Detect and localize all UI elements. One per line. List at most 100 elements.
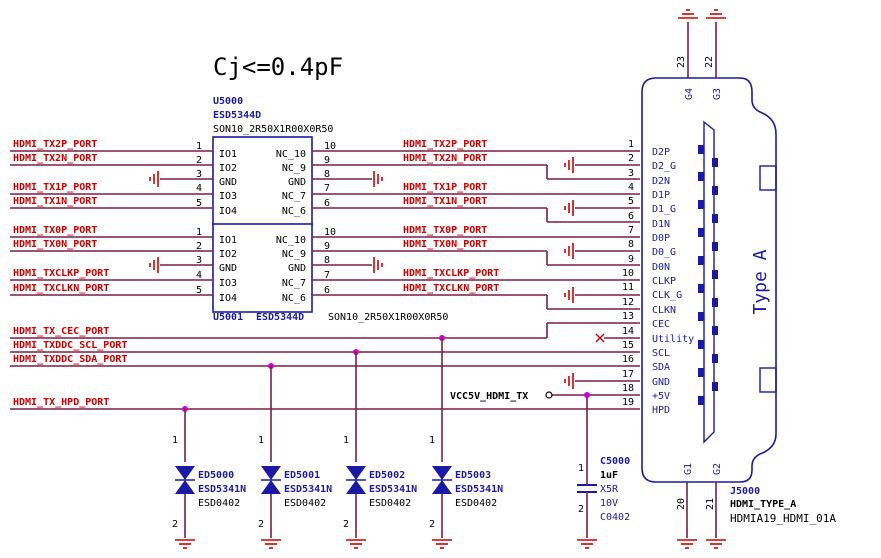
net-left-tx0p: HDMI_TX0P_PORT: [13, 225, 97, 236]
esd-diode-ed5000[interactable]: 1 2 ED5000 ESD5341N ESD0402: [172, 409, 246, 538]
connector-top-pins: 23 22 G4 G3: [676, 9, 726, 100]
svg-text:G2: G2: [712, 463, 723, 475]
u5000-footprint: SON10_2R50X1R00X0R50: [213, 124, 333, 135]
svg-text:ESD5341N: ESD5341N: [369, 484, 417, 495]
svg-text:ED5000: ED5000: [198, 470, 234, 481]
svg-text:NC_7: NC_7: [282, 191, 306, 202]
no-connect-marker: [595, 333, 605, 343]
svg-text:19: 19: [622, 397, 634, 408]
svg-text:5: 5: [196, 285, 202, 296]
svg-text:4: 4: [196, 270, 202, 281]
svg-text:1: 1: [196, 227, 202, 238]
svg-text:2: 2: [258, 519, 264, 530]
right-net-labels: HDMI_TX2P_PORT HDMI_TX2N_PORT HDMI_TX1P_…: [403, 139, 499, 294]
svg-text:D0_G: D0_G: [652, 247, 676, 258]
svg-text:4: 4: [628, 182, 634, 193]
svg-text:ED5001: ED5001: [284, 470, 320, 481]
svg-text:ED5002: ED5002: [369, 470, 405, 481]
svg-text:9: 9: [628, 254, 634, 265]
svg-text:D0N: D0N: [652, 262, 670, 273]
power-net-label: VCC5V_HDMI_TX: [450, 391, 528, 402]
u5000-pins: IO1 IO2 GND IO3 IO4 NC_10 NC_9 GND NC_7 …: [196, 141, 336, 217]
svg-text:12: 12: [622, 297, 634, 308]
svg-text:17: 17: [622, 369, 634, 380]
u5000-body[interactable]: [212, 136, 313, 226]
net-left-txclkn: HDMI_TXCLKN_PORT: [13, 283, 109, 294]
svg-text:NC_6: NC_6: [282, 293, 306, 304]
svg-text:D1_G: D1_G: [652, 204, 676, 215]
svg-text:C0402: C0402: [600, 512, 630, 523]
net-left-tx1n: HDMI_TX1N_PORT: [13, 196, 97, 207]
cj-note: Cj<=0.4pF: [213, 53, 343, 81]
svg-text:16: 16: [622, 354, 634, 365]
svg-text:NC_6: NC_6: [282, 206, 306, 217]
esd-diode-ed5003[interactable]: 1 2 ED5003 ESD5341N ESD0402: [429, 338, 503, 538]
u5001-body[interactable]: [212, 223, 313, 313]
connector-ref: J5000: [730, 486, 760, 497]
net-sda: HDMI_TXDDC_SDA_PORT: [13, 354, 127, 365]
svg-text:4: 4: [196, 183, 202, 194]
svg-text:ED5003: ED5003: [455, 470, 491, 481]
right-wires: [312, 150, 640, 455]
svg-text:1uF: 1uF: [600, 470, 618, 481]
svg-text:14: 14: [622, 326, 634, 337]
svg-text:10V: 10V: [600, 498, 618, 509]
svg-text:10: 10: [622, 268, 634, 279]
net-left-tx1p: HDMI_TX1P_PORT: [13, 182, 97, 193]
svg-text:20: 20: [676, 498, 687, 510]
svg-text:NC_10: NC_10: [276, 235, 306, 246]
svg-text:Utility: Utility: [652, 334, 694, 345]
connector-pins: D2P D2_G D2N D1P D1_G D1N D0P D0_G D0N C…: [622, 139, 694, 416]
u5001-ref: U5001: [213, 312, 243, 323]
svg-text:HDMI_TX2N_PORT: HDMI_TX2N_PORT: [403, 153, 487, 164]
svg-text:8: 8: [324, 169, 330, 180]
svg-text:C5000: C5000: [600, 456, 630, 467]
svg-text:HDMI_TX2P_PORT: HDMI_TX2P_PORT: [403, 139, 487, 150]
svg-text:D2N: D2N: [652, 176, 670, 187]
svg-text:7: 7: [324, 183, 330, 194]
svg-text:ESD5341N: ESD5341N: [198, 484, 246, 495]
net-left-txclkp: HDMI_TXCLKP_PORT: [13, 268, 109, 279]
svg-text:2: 2: [343, 519, 349, 530]
bottom-ground-symbols: [175, 539, 726, 549]
svg-text:1: 1: [343, 435, 349, 446]
svg-text:2: 2: [172, 519, 178, 530]
capacitor-c5000[interactable]: 1 2 C5000 1uF X5R 10V C0402: [577, 455, 630, 538]
svg-text:ESD5341N: ESD5341N: [455, 484, 503, 495]
svg-text:D2P: D2P: [652, 147, 670, 158]
svg-text:HDMI_TX0P_PORT: HDMI_TX0P_PORT: [403, 225, 487, 236]
svg-text:HDMI_TX1P_PORT: HDMI_TX1P_PORT: [403, 182, 487, 193]
svg-text:2: 2: [578, 504, 584, 515]
svg-text:G1: G1: [683, 463, 694, 475]
svg-text:9: 9: [324, 155, 330, 166]
svg-text:HDMI_TXCLKN_PORT: HDMI_TXCLKN_PORT: [403, 283, 499, 294]
svg-text:3: 3: [196, 255, 202, 266]
svg-text:8: 8: [628, 239, 634, 250]
svg-text:HDMI_TX0N_PORT: HDMI_TX0N_PORT: [403, 239, 487, 250]
svg-text:G4: G4: [684, 88, 695, 100]
svg-text:IO4: IO4: [219, 206, 237, 217]
svg-text:CEC: CEC: [652, 319, 670, 330]
svg-text:15: 15: [622, 340, 634, 351]
svg-text:1: 1: [196, 141, 202, 152]
svg-text:6: 6: [324, 198, 330, 209]
ground-symbol-u5001-right: [312, 257, 383, 273]
power-port-marker: [545, 391, 553, 399]
net-left-tx0n: HDMI_TX0N_PORT: [13, 239, 97, 250]
net-cec: HDMI_TX_CEC_PORT: [13, 326, 109, 337]
svg-text:22: 22: [704, 56, 715, 68]
svg-text:D0P: D0P: [652, 233, 670, 244]
hdmi-connector-j5000[interactable]: Type A: [641, 77, 777, 483]
svg-text:D2_G: D2_G: [652, 161, 676, 172]
ground-symbol-u5000-right: [312, 171, 383, 187]
ground-symbol-u5000: [149, 171, 159, 187]
esd-diode-ed5002[interactable]: 1 2 ED5002 ESD5341N ESD0402: [343, 352, 417, 538]
esd-diode-ed5001[interactable]: 1 2 ED5001 ESD5341N ESD0402: [258, 366, 332, 538]
svg-text:11: 11: [622, 282, 634, 293]
connector-type-label: Type A: [750, 249, 771, 314]
svg-text:SDA: SDA: [652, 362, 670, 373]
svg-text:X5R: X5R: [600, 484, 619, 495]
svg-text:2: 2: [196, 155, 202, 166]
svg-text:D1N: D1N: [652, 219, 670, 230]
